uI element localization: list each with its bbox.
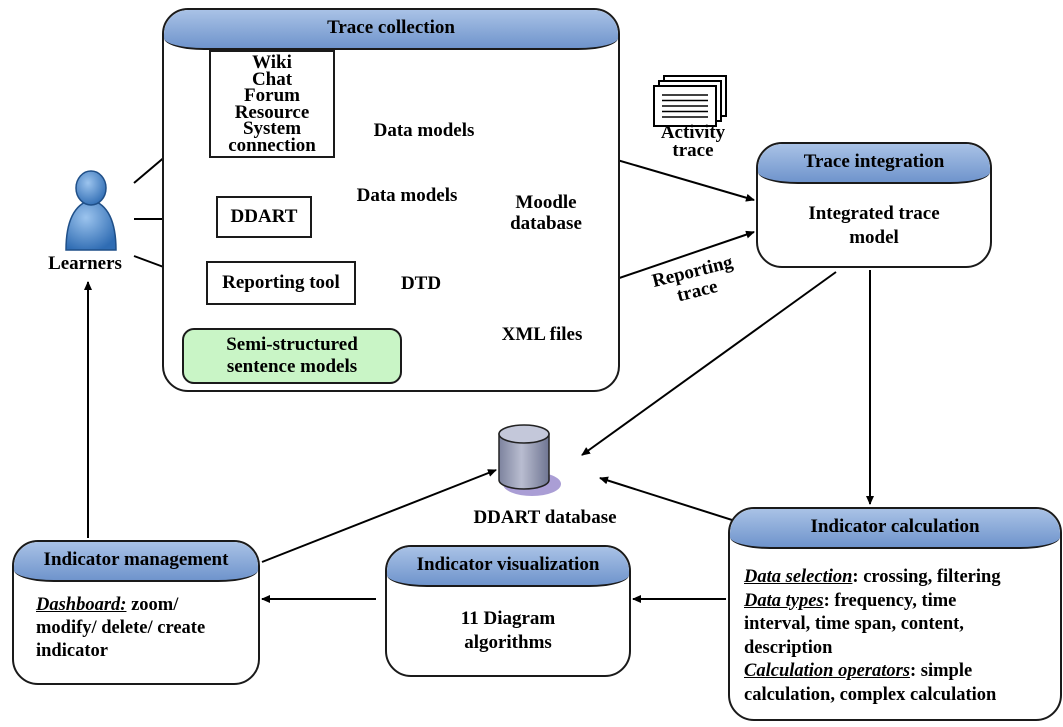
data-models-label-2: Data models bbox=[356, 185, 458, 206]
data-types-heading: Data types bbox=[744, 590, 824, 611]
indicator-calculation-panel: Indicator calculation Data selection: cr… bbox=[728, 507, 1062, 721]
person-head bbox=[75, 170, 107, 206]
arrow-moodle-to-integration bbox=[599, 154, 755, 202]
learner-person-icon bbox=[65, 170, 117, 251]
ddart-database-icon-body bbox=[498, 433, 550, 490]
calc-line-1: Data selection: crossing, filtering bbox=[744, 566, 1056, 590]
dashboard-text: zoom/ bbox=[126, 595, 179, 615]
calc-line-3: interval, time span, content, bbox=[744, 614, 964, 634]
trace-integration-line1: Integrated trace bbox=[808, 203, 940, 224]
data-types-text: : frequency, time bbox=[823, 590, 957, 611]
calc-operators-heading: Calculation operators bbox=[744, 661, 911, 681]
ddart-database-icon bbox=[498, 424, 561, 496]
indicator-management-body: Dashboard: zoom/ modify/ delete/ create … bbox=[36, 594, 258, 663]
arrow-management-to-ddartdb bbox=[261, 469, 497, 563]
indicator-visualization-body: 11 Diagram algorithms bbox=[387, 607, 629, 655]
ddart-label: DDART bbox=[230, 206, 298, 227]
trace-collection-title: Trace collection bbox=[164, 10, 618, 50]
activity-line1: Activity bbox=[660, 122, 726, 143]
trace-integration-line2: model bbox=[849, 227, 899, 248]
activity-trace-label: Activity trace bbox=[648, 122, 738, 161]
trace-integration-panel: Trace integration Integrated trace model bbox=[756, 142, 992, 268]
indicator-management-title: Indicator management bbox=[14, 542, 258, 582]
dtd-label: DTD bbox=[400, 273, 442, 294]
arrow-integration-to-ddartdb bbox=[581, 271, 837, 456]
management-line2: modify/ delete/ create bbox=[36, 618, 206, 638]
calc-line-6: calculation, complex calculation bbox=[744, 684, 997, 705]
activity-sources-box: Wiki Chat Forum Resource System connecti… bbox=[209, 50, 335, 158]
activity-line2: trace bbox=[672, 140, 714, 161]
source-resource: Resource bbox=[234, 101, 310, 123]
person-body bbox=[65, 199, 117, 251]
data-selection-text: : crossing, filtering bbox=[852, 567, 1001, 587]
sentence-models-line1: Semi-structured bbox=[226, 334, 358, 355]
source-forum: Forum bbox=[244, 85, 300, 106]
visualization-line2: algorithms bbox=[464, 632, 552, 653]
source-connection: connection bbox=[228, 134, 316, 156]
visualization-line1: 11 Diagram bbox=[460, 608, 556, 629]
trace-integration-title: Trace integration bbox=[758, 144, 990, 184]
source-system: System bbox=[242, 118, 302, 139]
indicator-management-panel: Indicator management Dashboard: zoom/ mo… bbox=[12, 540, 260, 685]
source-chat: Chat bbox=[251, 68, 293, 90]
reporting-tool-box: Reporting tool bbox=[206, 261, 356, 305]
moodle-database-label: Moodle database bbox=[486, 192, 606, 234]
calc-line-4: description bbox=[744, 637, 833, 658]
management-line1: Dashboard: zoom/ bbox=[36, 594, 258, 617]
learners-label: Learners bbox=[48, 253, 122, 274]
indicator-visualization-panel: Indicator visualization 11 Diagram algor… bbox=[385, 545, 631, 677]
calc-line-5: Calculation operators: simple bbox=[744, 660, 1056, 684]
source-wiki: Wiki bbox=[252, 52, 292, 73]
calc-operators-text: : simple bbox=[910, 661, 973, 681]
trace-integration-body: Integrated trace model bbox=[758, 202, 990, 250]
reporting-tool-label: Reporting tool bbox=[222, 272, 340, 293]
ddart-box: DDART bbox=[216, 196, 312, 238]
indicator-visualization-title: Indicator visualization bbox=[387, 547, 629, 587]
activity-trace-doc-icon bbox=[653, 75, 727, 127]
indicator-calculation-title: Indicator calculation bbox=[730, 509, 1060, 549]
sentence-models-line2: sentence models bbox=[226, 356, 358, 377]
ddart-database-label: DDART database bbox=[473, 507, 617, 528]
moodle-line2: database bbox=[510, 213, 582, 234]
calc-line-2: Data types: frequency, time bbox=[744, 590, 1056, 614]
indicator-calculation-body: Data selection: crossing, filtering Data… bbox=[744, 566, 1056, 707]
management-line3: indicator bbox=[36, 641, 108, 661]
data-selection-heading: Data selection bbox=[744, 567, 853, 587]
sentence-models-box: Semi-structured sentence models bbox=[182, 328, 402, 384]
xml-files-label: XML files bbox=[501, 324, 583, 345]
ddart-database-icon-top bbox=[498, 424, 550, 444]
dashboard-heading: Dashboard: bbox=[36, 595, 127, 615]
moodle-line1: Moodle bbox=[515, 192, 577, 213]
data-models-label-1: Data models bbox=[373, 120, 475, 141]
